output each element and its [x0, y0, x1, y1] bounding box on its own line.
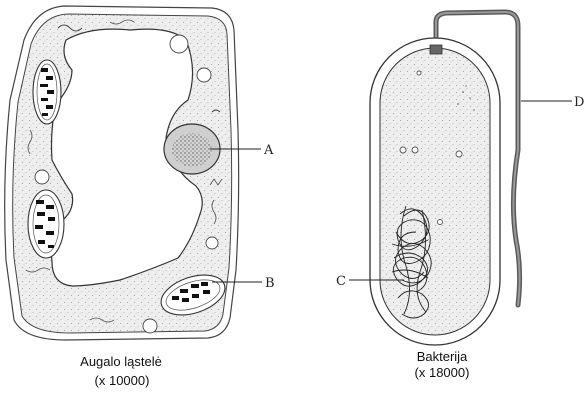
- bacterial-cytoplasm: [380, 48, 490, 335]
- plant-cell-caption: Augalo ląstelė: [80, 354, 162, 369]
- nucleolus: [172, 133, 212, 167]
- bacterium-magnification: (x 18000): [415, 365, 470, 380]
- plant-cell-magnification: (x 10000): [95, 373, 150, 388]
- label-c: C: [336, 274, 346, 289]
- chloroplast: [28, 190, 64, 258]
- bacterium: C D Bakterija (x 18000): [336, 12, 584, 380]
- bacterium-caption: Bakterija: [417, 349, 468, 364]
- chloroplast: [33, 60, 61, 124]
- plant-cell: A B Augalo ląstelė (x 10000): [5, 6, 275, 388]
- label-d: D: [574, 95, 584, 110]
- basal-body: [430, 45, 442, 54]
- label-a: A: [263, 143, 274, 158]
- label-b: B: [265, 276, 275, 291]
